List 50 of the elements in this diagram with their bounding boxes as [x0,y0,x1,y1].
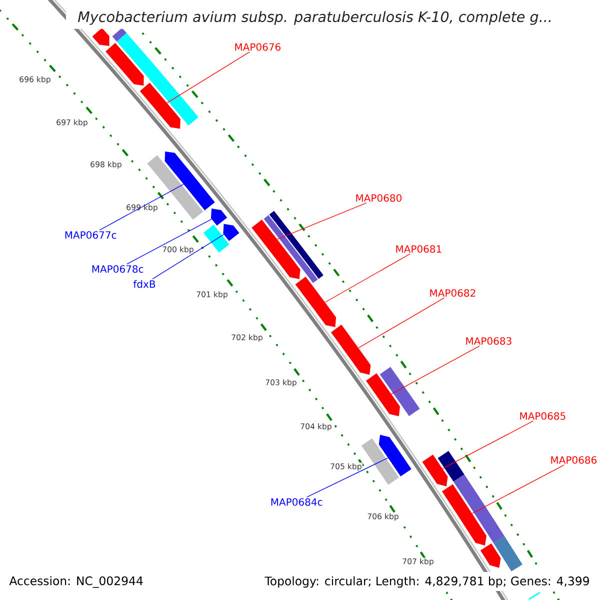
gene-label: MAP0682 [430,289,476,297]
gene-label: MAP0683 [466,337,512,345]
leader-line [126,218,212,264]
leader-line [306,458,388,498]
leader-line [358,298,444,348]
gene-label: MAP0676 [235,43,281,51]
feature-bar [528,592,540,600]
gene-feature [92,28,110,46]
leader-line [324,254,410,303]
feature-bar [438,450,464,482]
gene-label: MAP0684c [271,498,322,506]
feature-bar [494,536,522,572]
leader-line [152,234,224,280]
leader-line [472,464,565,514]
feature-bar [269,210,324,279]
feature-bar [361,438,399,485]
gene-feature [442,484,486,546]
feature-bar [454,474,505,544]
gene-feature [480,543,501,568]
feature-bar [203,224,230,253]
feature-bar [112,28,127,42]
footer-text: Topology: circular; Length: 4,829,781 bp; Genes: 4,399 [264,576,589,588]
gene-feature [106,42,144,86]
leader-line [166,52,250,104]
gene-feature [164,151,215,210]
gene-feature [140,82,180,129]
gene-label: MAP0680 [356,194,402,202]
leader-line [391,346,480,394]
gene-feature [252,220,300,280]
gene-feature [366,373,400,416]
gene-label: MAP0685 [520,412,566,420]
gene-label: fdxB [133,280,156,288]
gene-feature [378,434,412,476]
leader-line [442,420,534,469]
gene-label: MAP0678c [92,265,144,273]
feature-bar [264,215,318,284]
gene-label: MAP0677c [65,231,116,239]
leader-line [99,184,184,230]
gene-feature [330,324,371,375]
gene-feature [223,224,240,242]
gene-label: MAP0681 [396,245,442,253]
leader-line [276,202,367,240]
footer-text: Accession: NC_002944 [9,576,143,588]
gene-feature [295,276,336,328]
gene-feature [211,208,228,226]
feature-bar [380,366,420,416]
feature-bar [116,33,198,126]
gene-label: MAP0686 [551,456,597,464]
gene-feature [422,454,448,486]
map-title: Mycobacterium avium subsp. paratuberculosis K-10, complete g... [70,7,560,29]
